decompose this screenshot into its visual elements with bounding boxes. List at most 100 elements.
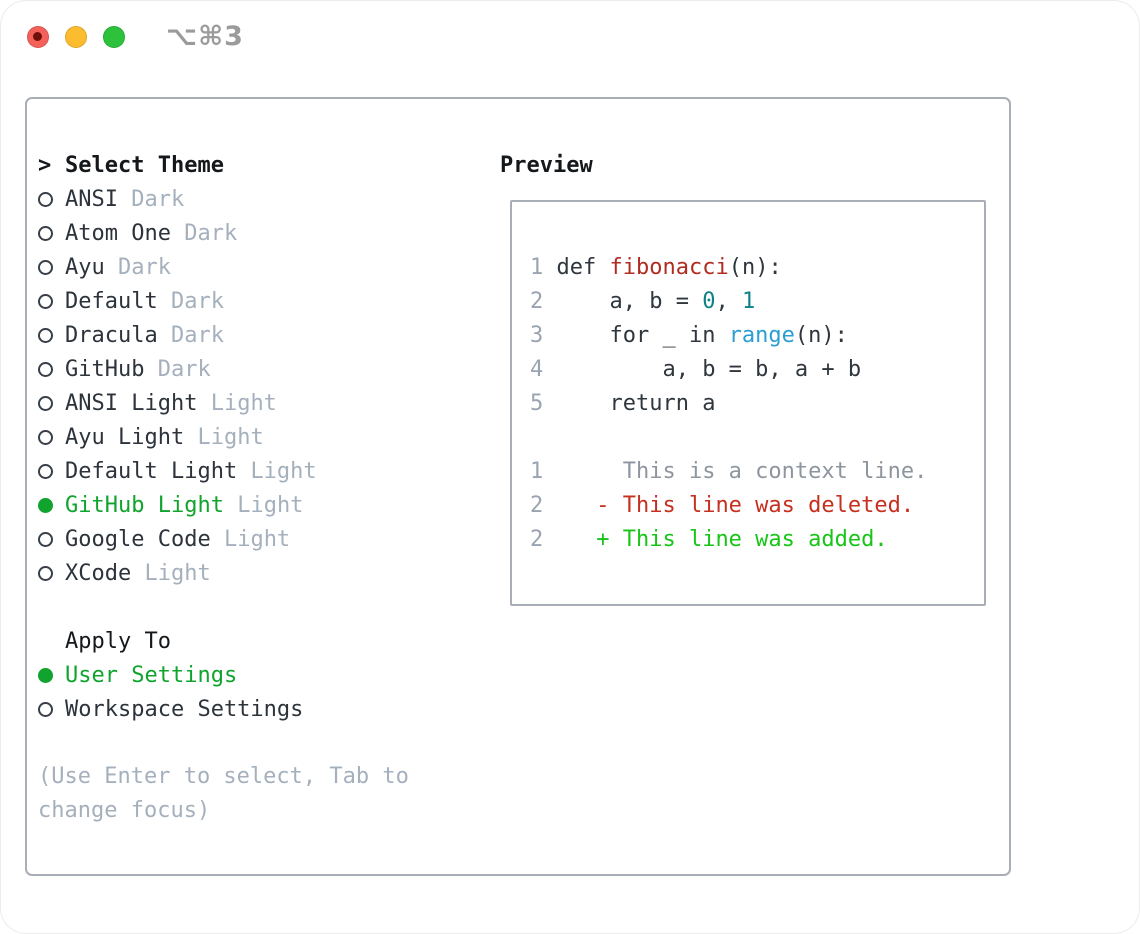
code-token-code_text: def bbox=[556, 255, 610, 280]
code-token-code_text: (n): bbox=[794, 323, 848, 348]
code-token-context: This is a context line. bbox=[556, 459, 928, 484]
line-number: 4 bbox=[530, 357, 544, 382]
radio-selected-icon[interactable] bbox=[38, 667, 53, 683]
theme-option-label: GitHub Light bbox=[65, 492, 224, 518]
gap bbox=[38, 590, 317, 624]
line-number: 1 bbox=[530, 459, 544, 484]
theme-option[interactable]: Atom One Dark bbox=[38, 216, 317, 250]
radio-unselected-icon[interactable] bbox=[38, 327, 53, 343]
apply-to-option[interactable]: User Settings bbox=[38, 658, 317, 692]
theme-option[interactable]: Default Light Light bbox=[38, 454, 317, 488]
theme-option-label: Default Light bbox=[65, 458, 238, 484]
code-line: 3 for _ in range(n): bbox=[530, 319, 984, 353]
theme-option[interactable]: Dracula Dark bbox=[38, 318, 317, 352]
code-line: 1 def fibonacci(n): bbox=[530, 251, 984, 285]
code-token-number: 1 bbox=[741, 289, 756, 314]
minimize-button[interactable] bbox=[65, 26, 87, 48]
theme-option[interactable]: GitHub Light Light bbox=[38, 488, 317, 522]
code-token-code_text: a, b = b, a + b bbox=[556, 357, 862, 382]
code-line bbox=[530, 421, 984, 455]
theme-option-label: Ayu Light bbox=[65, 424, 185, 450]
code-line: 4 a, b = b, a + b bbox=[530, 353, 984, 387]
code-token-added: + This line was added. bbox=[556, 527, 888, 552]
radio-unselected-icon[interactable] bbox=[38, 259, 53, 275]
focus-caret-icon: > bbox=[38, 152, 52, 178]
theme-option[interactable]: XCode Light bbox=[38, 556, 317, 590]
theme-option-label: Default bbox=[65, 288, 158, 314]
theme-option-label: Ayu bbox=[65, 254, 105, 280]
close-button[interactable] bbox=[27, 26, 49, 48]
radio-unselected-icon[interactable] bbox=[38, 531, 53, 547]
radio-unselected-icon[interactable] bbox=[38, 361, 53, 377]
code-token-code_text: for _ in bbox=[556, 323, 729, 348]
radio-unselected-icon[interactable] bbox=[38, 395, 53, 411]
line-number: 1 bbox=[530, 255, 544, 280]
code-line: 2 - This line was deleted. bbox=[530, 489, 984, 523]
theme-variant-tag: Dark bbox=[170, 322, 224, 348]
code-token-code_text: , bbox=[715, 289, 742, 314]
radio-selected-icon[interactable] bbox=[38, 497, 53, 513]
theme-option[interactable]: ANSI Dark bbox=[38, 182, 317, 216]
code-token-func: fibonacci bbox=[609, 255, 729, 280]
hint-line-2: change focus) bbox=[38, 798, 211, 823]
theme-variant-tag: Dark bbox=[184, 220, 238, 246]
apply-to-option-label: Workspace Settings bbox=[65, 696, 304, 722]
apply-to-title: Apply To bbox=[65, 628, 171, 654]
code-token-code_text: (n): bbox=[728, 255, 782, 280]
theme-option-label: GitHub bbox=[65, 356, 145, 382]
code-line: 5 return a bbox=[530, 387, 984, 421]
code-token-number: 0 bbox=[702, 289, 716, 314]
theme-option-label: ANSI bbox=[65, 186, 118, 212]
line-number: 2 bbox=[530, 493, 544, 518]
theme-variant-tag: Light bbox=[210, 390, 277, 416]
radio-unselected-icon[interactable] bbox=[38, 293, 53, 309]
theme-variant-tag: Light bbox=[250, 458, 317, 484]
code-token-code_text: a, b = bbox=[556, 289, 703, 314]
theme-option[interactable]: Default Dark bbox=[38, 284, 317, 318]
theme-variant-tag: Dark bbox=[157, 356, 211, 382]
theme-option[interactable]: GitHub Dark bbox=[38, 352, 317, 386]
code-token-deleted: - This line was deleted. bbox=[556, 493, 915, 518]
theme-option-label: ANSI Light bbox=[65, 390, 198, 416]
line-number: 2 bbox=[530, 527, 544, 552]
code-token-builtin: range bbox=[728, 323, 795, 348]
theme-option[interactable]: Ayu Dark bbox=[38, 250, 317, 284]
code-line: 1 This is a context line. bbox=[530, 455, 984, 489]
theme-option-label: Google Code bbox=[65, 526, 211, 552]
radio-unselected-icon[interactable] bbox=[38, 225, 53, 241]
code-token-code_text: return a bbox=[556, 391, 716, 416]
window-title-shortcut: ⌥⌘3 bbox=[166, 21, 244, 52]
zoom-button[interactable] bbox=[103, 26, 125, 48]
radio-unselected-icon[interactable] bbox=[38, 191, 53, 207]
theme-variant-tag: Light bbox=[237, 492, 304, 518]
radio-unselected-icon[interactable] bbox=[38, 701, 53, 717]
theme-option[interactable]: Ayu Light Light bbox=[38, 420, 317, 454]
apply-to-option[interactable]: Workspace Settings bbox=[38, 692, 317, 726]
line-number: 5 bbox=[530, 391, 544, 416]
select-theme-header: > Select Theme bbox=[38, 148, 317, 182]
radio-unselected-icon[interactable] bbox=[38, 463, 53, 479]
select-theme-title: Select Theme bbox=[65, 152, 224, 178]
theme-option[interactable]: ANSI Light Light bbox=[38, 386, 317, 420]
code-line: 2 a, b = 0, 1 bbox=[530, 285, 984, 319]
theme-variant-tag: Light bbox=[144, 560, 211, 586]
preview-title: Preview bbox=[500, 152, 593, 178]
apply-to-option-label: User Settings bbox=[65, 662, 238, 688]
theme-variant-tag: Dark bbox=[118, 254, 171, 280]
theme-option[interactable]: Google Code Light bbox=[38, 522, 317, 556]
theme-variant-tag: Dark bbox=[131, 186, 185, 212]
radio-unselected-icon[interactable] bbox=[38, 565, 53, 581]
radio-unselected-icon[interactable] bbox=[38, 429, 53, 445]
line-number: 2 bbox=[530, 289, 544, 314]
theme-variant-tag: Light bbox=[197, 424, 264, 450]
code-line: 2 + This line was added. bbox=[530, 523, 984, 557]
line-number: 3 bbox=[530, 323, 544, 348]
theme-option-label: XCode bbox=[65, 560, 132, 586]
